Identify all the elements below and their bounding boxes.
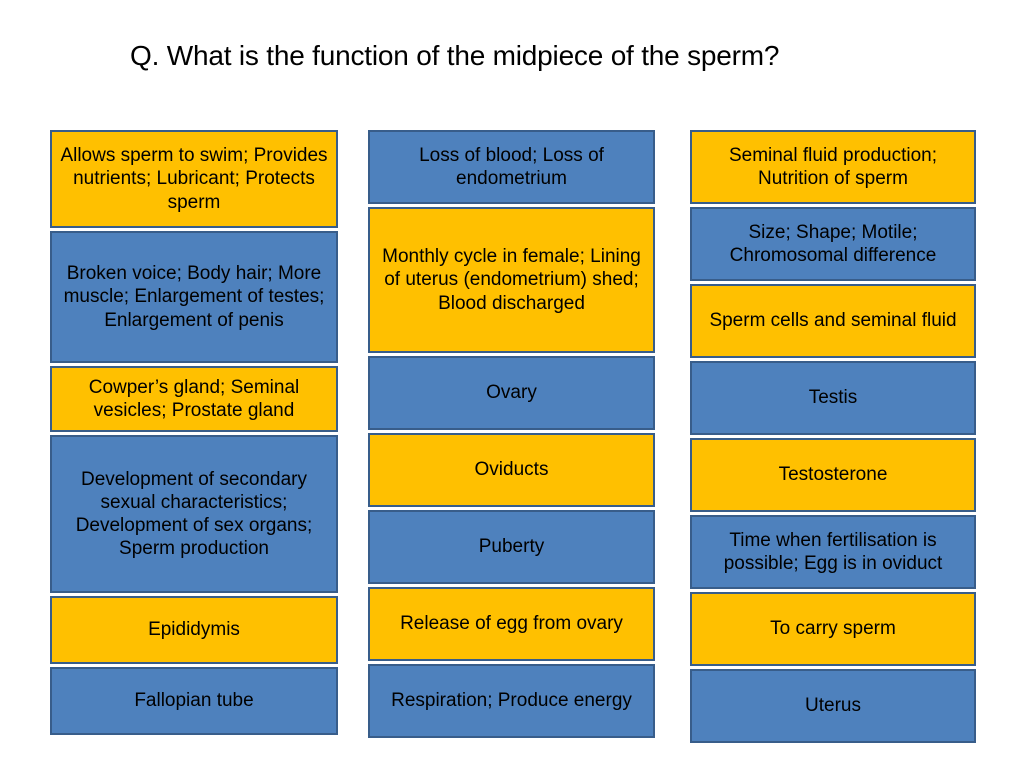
answer-box[interactable]: Release of egg from ovary bbox=[368, 587, 655, 661]
answer-box[interactable]: Puberty bbox=[368, 510, 655, 584]
answer-box[interactable]: Time when fertilisation is possible; Egg… bbox=[690, 515, 976, 589]
answer-box[interactable]: Loss of blood; Loss of endometrium bbox=[368, 130, 655, 204]
answer-box-label: Release of egg from ovary bbox=[400, 613, 623, 635]
answer-box-label: Cowper’s gland; Seminal vesicles; Prosta… bbox=[88, 376, 300, 421]
answer-box-label: Testosterone bbox=[778, 464, 888, 486]
answer-box[interactable]: Oviducts bbox=[368, 433, 655, 507]
answer-box[interactable]: Respiration; Produce energy bbox=[368, 664, 655, 738]
page-title: Q. What is the function of the midpiece … bbox=[130, 40, 780, 71]
answer-box-label: Monthly cycle in female; Lining of uteru… bbox=[382, 246, 641, 314]
answer-box-label: Time when fertilisation is possible; Egg… bbox=[723, 529, 943, 574]
answer-box-label: To carry sperm bbox=[770, 618, 896, 640]
answer-box-label: Fallopian tube bbox=[134, 690, 254, 712]
answer-box-label: Broken voice; Body hair; More muscle; En… bbox=[63, 263, 325, 331]
answer-box[interactable]: Testis bbox=[690, 361, 976, 435]
answer-box-label: Epididymis bbox=[148, 619, 240, 641]
answer-box[interactable]: Cowper’s gland; Seminal vesicles; Prosta… bbox=[50, 366, 338, 432]
answer-box[interactable]: To carry sperm bbox=[690, 592, 976, 666]
answer-box[interactable]: Size; Shape; Motile; Chromosomal differe… bbox=[690, 207, 976, 281]
answer-box[interactable]: Fallopian tube bbox=[50, 667, 338, 735]
answer-column-1: Allows sperm to swim; Provides nutrients… bbox=[50, 130, 338, 738]
answer-box[interactable]: Uterus bbox=[690, 669, 976, 743]
answer-box[interactable]: Allows sperm to swim; Provides nutrients… bbox=[50, 130, 338, 228]
answer-box-label: Testis bbox=[808, 387, 858, 409]
answer-box[interactable]: Development of secondary sexual characte… bbox=[50, 435, 338, 593]
answer-box[interactable]: Ovary bbox=[368, 356, 655, 430]
answer-box[interactable]: Broken voice; Body hair; More muscle; En… bbox=[50, 231, 338, 363]
answer-box-label: Uterus bbox=[805, 695, 861, 717]
answer-box[interactable]: Seminal fluid production; Nutrition of s… bbox=[690, 130, 976, 204]
answer-box[interactable]: Sperm cells and seminal fluid bbox=[690, 284, 976, 358]
answer-box-label: Size; Shape; Motile; Chromosomal differe… bbox=[729, 221, 937, 266]
answer-box-label: Allows sperm to swim; Provides nutrients… bbox=[60, 145, 328, 213]
answer-box[interactable]: Monthly cycle in female; Lining of uteru… bbox=[368, 207, 655, 353]
answer-box-label: Puberty bbox=[478, 536, 545, 558]
answer-box[interactable]: Testosterone bbox=[690, 438, 976, 512]
answer-box-label: Oviducts bbox=[474, 459, 549, 481]
answer-box-label: Ovary bbox=[486, 382, 537, 404]
answer-box[interactable]: Epididymis bbox=[50, 596, 338, 664]
answer-column-3: Seminal fluid production; Nutrition of s… bbox=[690, 130, 976, 746]
answer-box-label: Sperm cells and seminal fluid bbox=[709, 310, 957, 332]
answer-box-label: Loss of blood; Loss of endometrium bbox=[419, 144, 604, 189]
answer-box-label: Development of secondary sexual characte… bbox=[75, 468, 313, 560]
answer-box-label: Seminal fluid production; Nutrition of s… bbox=[728, 144, 938, 189]
answer-box-label: Respiration; Produce energy bbox=[391, 690, 632, 712]
